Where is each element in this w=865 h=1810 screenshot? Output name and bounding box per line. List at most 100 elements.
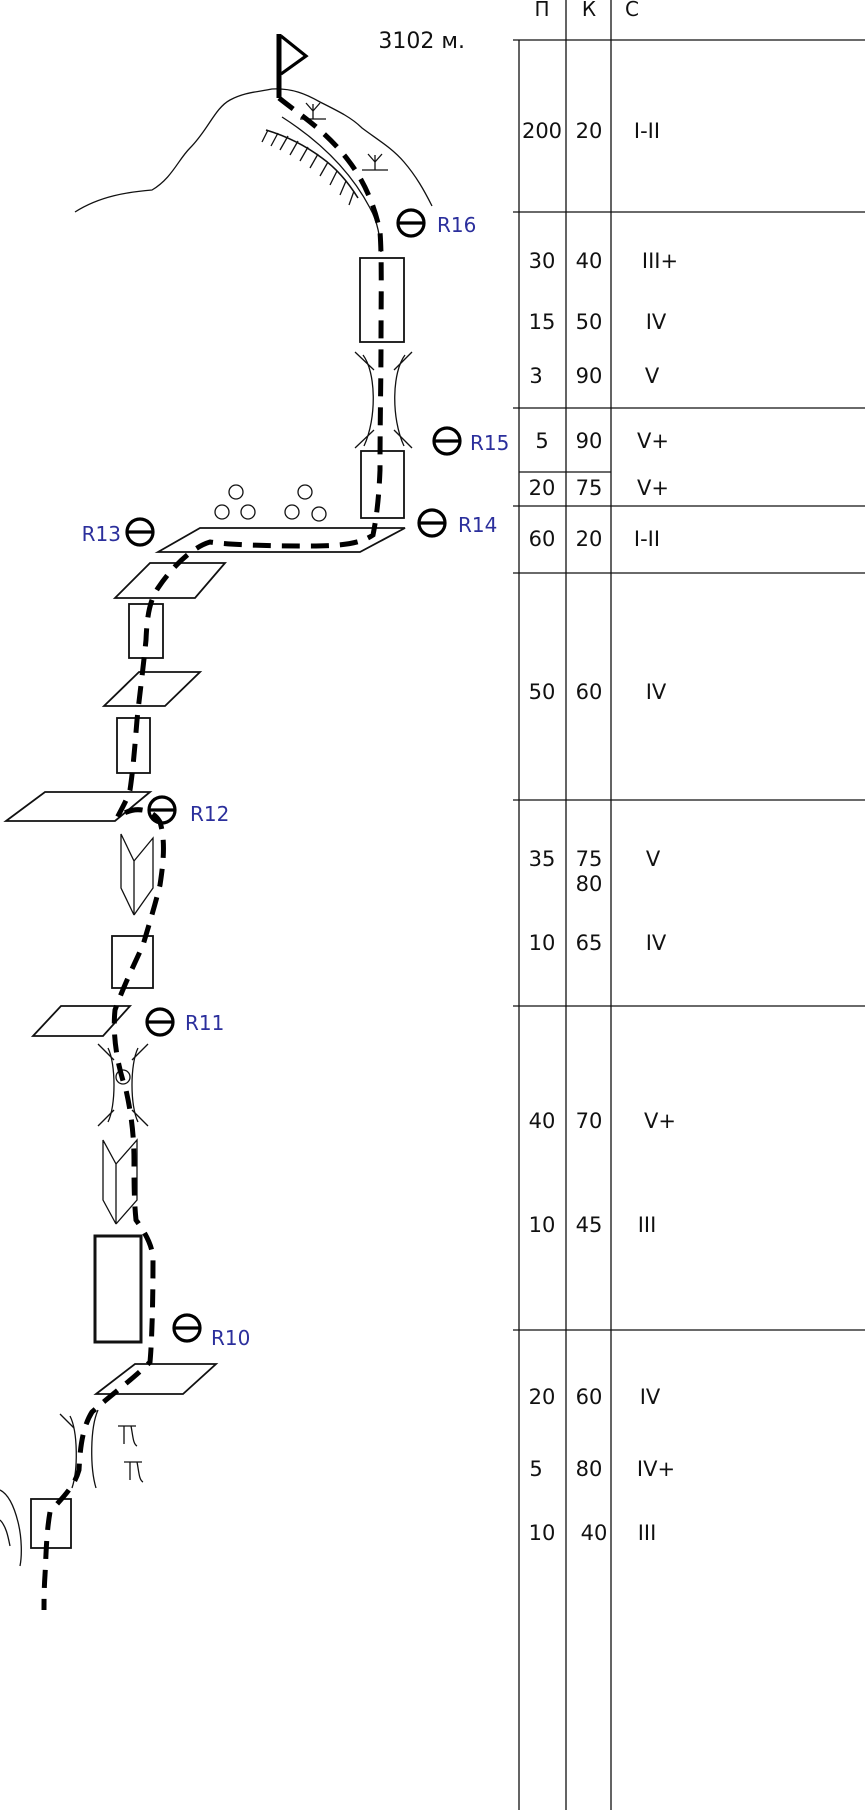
svg-text:30: 30: [529, 249, 556, 273]
rappel-anchor-icon: [417, 508, 447, 538]
svg-text:200: 200: [522, 119, 562, 143]
svg-text:20: 20: [576, 527, 603, 551]
rock-block: [93, 1234, 143, 1344]
rappel-anchor-icon: [396, 208, 426, 238]
svg-text:10: 10: [529, 931, 556, 955]
svg-text:V+: V+: [644, 1109, 676, 1133]
anchor-label-r11: R11: [185, 1011, 224, 1035]
piton-ring: [115, 1069, 131, 1085]
roof-symbol: [118, 1425, 144, 1483]
svg-text:20: 20: [576, 119, 603, 143]
hatching-icon: [261, 129, 359, 206]
svg-text:III: III: [638, 1213, 657, 1237]
svg-text:20: 20: [529, 476, 556, 500]
rock-block: [111, 935, 154, 989]
table-row: 5 80 IV+: [529, 1457, 675, 1481]
svg-text:10: 10: [529, 1521, 556, 1545]
ledge: [3, 791, 153, 822]
anchor-label-r16: R16: [437, 213, 476, 237]
pitch-table: П К С 200 20 I-II 30 40 III+ 15 50 IV 3 …: [513, 0, 865, 1810]
svg-text:20: 20: [529, 1385, 556, 1409]
svg-text:90: 90: [576, 429, 603, 453]
svg-text:50: 50: [576, 310, 603, 334]
svg-text:40: 40: [576, 249, 603, 273]
rock-block: [30, 1498, 72, 1549]
svg-text:IV: IV: [640, 1385, 661, 1409]
svg-text:3: 3: [529, 364, 542, 388]
rappel-anchor-icon: [172, 1313, 202, 1343]
ledge: [30, 1005, 133, 1037]
chimney: [354, 351, 413, 449]
svg-text:5: 5: [529, 1457, 542, 1481]
chimney: [59, 1409, 99, 1489]
boulder-icon: [214, 484, 327, 522]
table-row: 10 40 III: [529, 1521, 657, 1545]
anchor-label-r13: R13: [82, 522, 121, 546]
svg-text:40: 40: [581, 1521, 608, 1545]
svg-text:5: 5: [535, 429, 548, 453]
rock-block: [360, 450, 405, 519]
rock-outline: [0, 1489, 22, 1567]
anchor-label-r10: R10: [211, 1326, 250, 1350]
svg-text:15: 15: [529, 310, 556, 334]
svg-text:IV: IV: [646, 310, 667, 334]
svg-text:50: 50: [529, 680, 556, 704]
svg-text:I-II: I-II: [634, 527, 660, 551]
table-row: 20 75 V+: [529, 476, 669, 500]
header-grade: С: [625, 0, 639, 21]
svg-text:75: 75: [576, 476, 603, 500]
rock-outline: [0, 1519, 11, 1547]
anchor-label-r12: R12: [190, 802, 229, 826]
table-row: 60 20 I-II: [529, 527, 660, 551]
route-line: [41, 96, 384, 1611]
table-row: 10 65 IV: [529, 931, 667, 955]
svg-text:45: 45: [576, 1213, 603, 1237]
ledge: [112, 562, 227, 599]
svg-text:40: 40: [529, 1109, 556, 1133]
svg-text:V: V: [645, 364, 660, 388]
rock-block: [359, 257, 405, 343]
svg-text:V+: V+: [637, 429, 669, 453]
summit-altitude: 3102 м.: [378, 29, 465, 54]
svg-text:IV+: IV+: [637, 1457, 675, 1481]
rappel-anchor-icon: [147, 795, 177, 825]
table-row: 50 60 IV: [529, 680, 667, 704]
table-row: 30 40 III+: [529, 249, 678, 273]
svg-text:60: 60: [529, 527, 556, 551]
svg-text:80: 80: [576, 1457, 603, 1481]
header-length: П: [534, 0, 549, 21]
table-row: 15 50 IV: [529, 310, 667, 334]
svg-text:III+: III+: [642, 249, 678, 273]
svg-text:V: V: [646, 847, 661, 871]
svg-text:65: 65: [576, 931, 603, 955]
tree-icon: [362, 153, 388, 171]
svg-text:IV: IV: [646, 680, 667, 704]
anchor-label-r14: R14: [458, 513, 497, 537]
svg-text:70: 70: [576, 1109, 603, 1133]
ledge: [101, 671, 203, 707]
svg-text:III: III: [638, 1521, 657, 1545]
summit-flag-icon: [276, 34, 309, 98]
svg-text:90: 90: [576, 364, 603, 388]
table-row: 200 20 I-II: [522, 119, 660, 143]
anchor-label-r15: R15: [470, 431, 509, 455]
svg-text:I-II: I-II: [634, 119, 660, 143]
svg-text:35: 35: [529, 847, 556, 871]
table-row: 10 45 III: [529, 1213, 657, 1237]
chimney: [97, 1043, 149, 1127]
svg-text:60: 60: [576, 680, 603, 704]
svg-text:60: 60: [576, 1385, 603, 1409]
header-angle: К: [582, 0, 596, 21]
table-row: 5 90 V+: [535, 429, 669, 453]
table-row: 20 60 IV: [529, 1385, 661, 1409]
rappel-anchor-icon: [432, 426, 462, 456]
svg-text:IV: IV: [646, 931, 667, 955]
dihedral: [120, 833, 154, 916]
ledge: [93, 1363, 219, 1395]
rappel-anchor-icon: [145, 1007, 175, 1037]
ledge: [154, 527, 406, 553]
svg-text:V+: V+: [637, 476, 669, 500]
